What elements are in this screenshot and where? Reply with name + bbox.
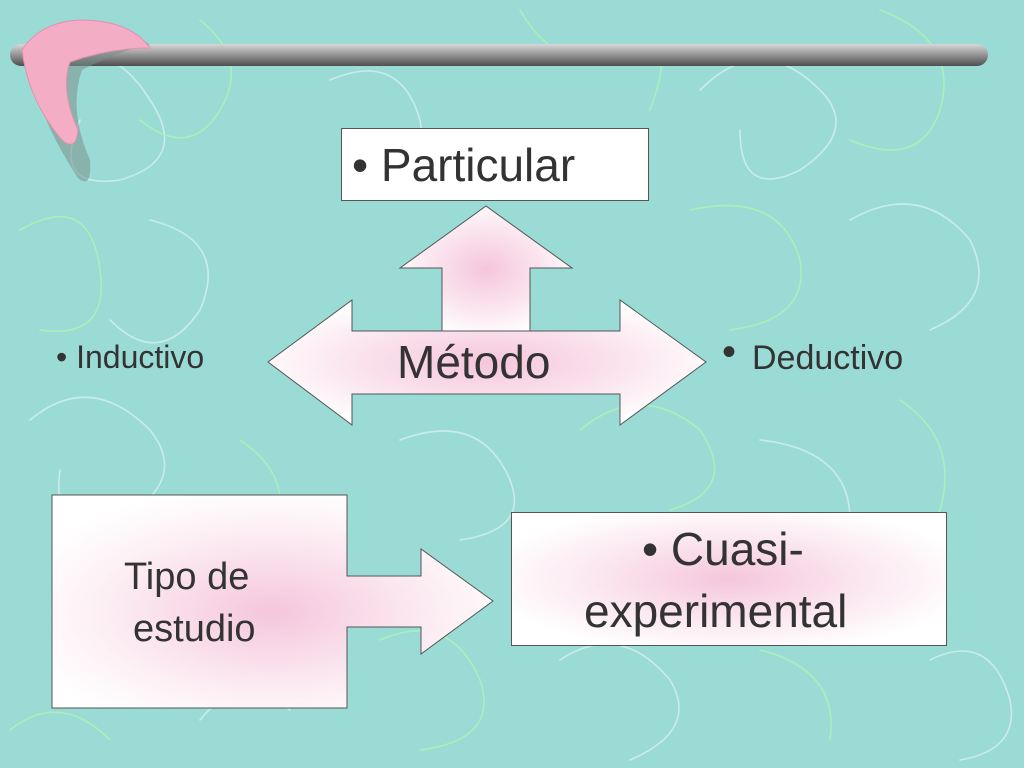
inductivo-label: • Inductivo [56,339,205,375]
particular-box [341,128,649,201]
particular-label: • Particular [352,139,576,191]
up-arrow [398,205,574,333]
title-bar-decoration [10,19,988,182]
cuasi-experimental-box [511,512,947,646]
deductivo-bullet: • [722,330,737,374]
tipo-estudio-arrow-shape [51,494,494,709]
metodo-label: Método [397,336,551,388]
experimental-label: experimental [584,585,848,637]
double-arrow [267,299,707,426]
deductivo-label: Deductivo [752,339,904,377]
cuasi-label: • Cuasi- [642,523,804,575]
estudio-label: estudio [133,608,256,650]
tipo-de-label: Tipo de [124,556,250,598]
